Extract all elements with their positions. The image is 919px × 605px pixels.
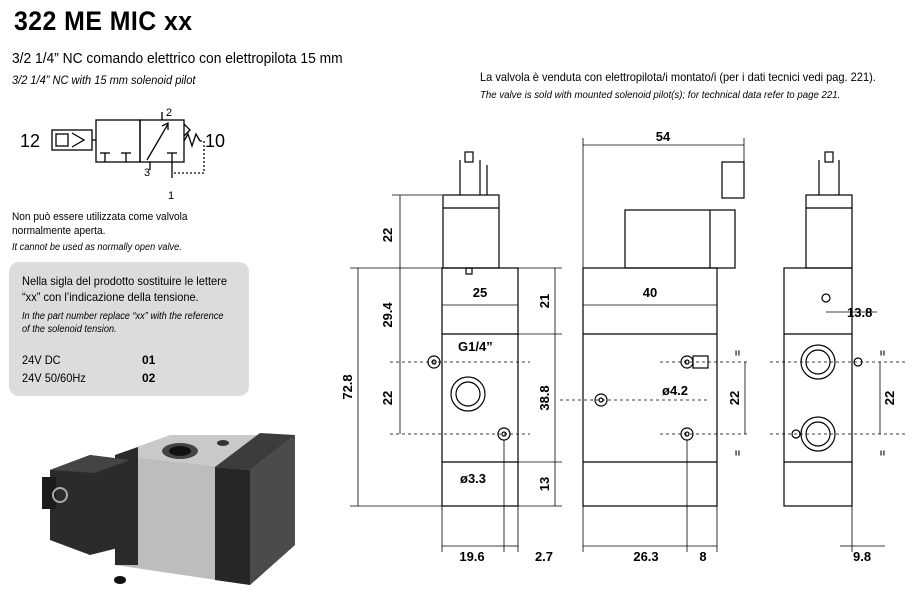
dim-19-6: 19.6: [459, 549, 484, 564]
voltage-row-code: 01: [142, 353, 156, 367]
dim-phi-3-3: ø3.3: [460, 471, 486, 486]
equal-mark: =: [878, 450, 889, 456]
dim-54: 54: [656, 129, 671, 144]
dim-22-top: 22: [380, 228, 395, 242]
dim-29-4: 29.4: [380, 302, 395, 328]
dim-8: 8: [699, 549, 706, 564]
dim-38-8: 38.8: [537, 385, 552, 410]
dim-21: 21: [537, 294, 552, 308]
product-subtitle-it: 3/2 1/4” NC comando elettrico con elettr…: [12, 50, 343, 67]
voltage-instruction-it: Nella sigla del prodotto sostituire le l…: [22, 274, 227, 304]
dim-26-3: 26.3: [633, 549, 658, 564]
equal-mark: =: [733, 350, 744, 356]
dim-22-side: 22: [727, 391, 742, 405]
dim-72-8: 72.8: [340, 374, 355, 399]
dim-13-8: 13.8: [847, 305, 872, 320]
product-subtitle-en: 3/2 1/4” NC with 15 mm solenoid pilot: [12, 73, 196, 87]
dim-25: 25: [473, 285, 487, 300]
sale-note-it: La valvola è venduta con elettropilota/i…: [480, 70, 876, 84]
dim-phi-4-2: ø4.2: [662, 383, 688, 398]
port-12-label: 12: [20, 131, 40, 151]
voltage-info-box: [9, 262, 249, 396]
nc-warning-en: It cannot be used as normally open valve…: [12, 242, 182, 253]
nc-warning-it: Non può essere utilizzata come valvola n…: [12, 211, 188, 237]
dim-40: 40: [643, 285, 657, 300]
thread-g14: G1/4”: [458, 339, 493, 354]
dim-22-right: 22: [882, 391, 897, 405]
voltage-row-label: 24V DC: [22, 353, 61, 367]
dim-2-7: 2.7: [535, 549, 553, 564]
port-2-label: 2: [166, 107, 172, 119]
dim-9-8: 9.8: [853, 549, 871, 564]
dimension-drawings: 22 25 21 29.4 72.8 22 38.8 13 19.6 2.7 G…: [340, 129, 905, 564]
dim-13: 13: [537, 477, 552, 491]
voltage-row-label: 24V 50/60Hz: [22, 371, 86, 385]
pneumatic-symbol: 12 10 2 3 1: [20, 107, 225, 202]
equal-mark: =: [878, 350, 889, 356]
voltage-row-code: 02: [142, 371, 156, 385]
valve-product-image: [42, 433, 295, 585]
dim-22-mid: 22: [380, 391, 395, 405]
voltage-instruction-en: In the part number replace “xx” with the…: [22, 311, 224, 335]
port-10-label: 10: [205, 131, 225, 151]
sale-note-en: The valve is sold with mounted solenoid …: [480, 89, 841, 101]
product-title: 322 ME MIC xx: [14, 6, 193, 36]
port-1-label: 1: [168, 190, 174, 202]
port-3-label: 3: [144, 167, 150, 179]
equal-mark: =: [733, 450, 744, 456]
